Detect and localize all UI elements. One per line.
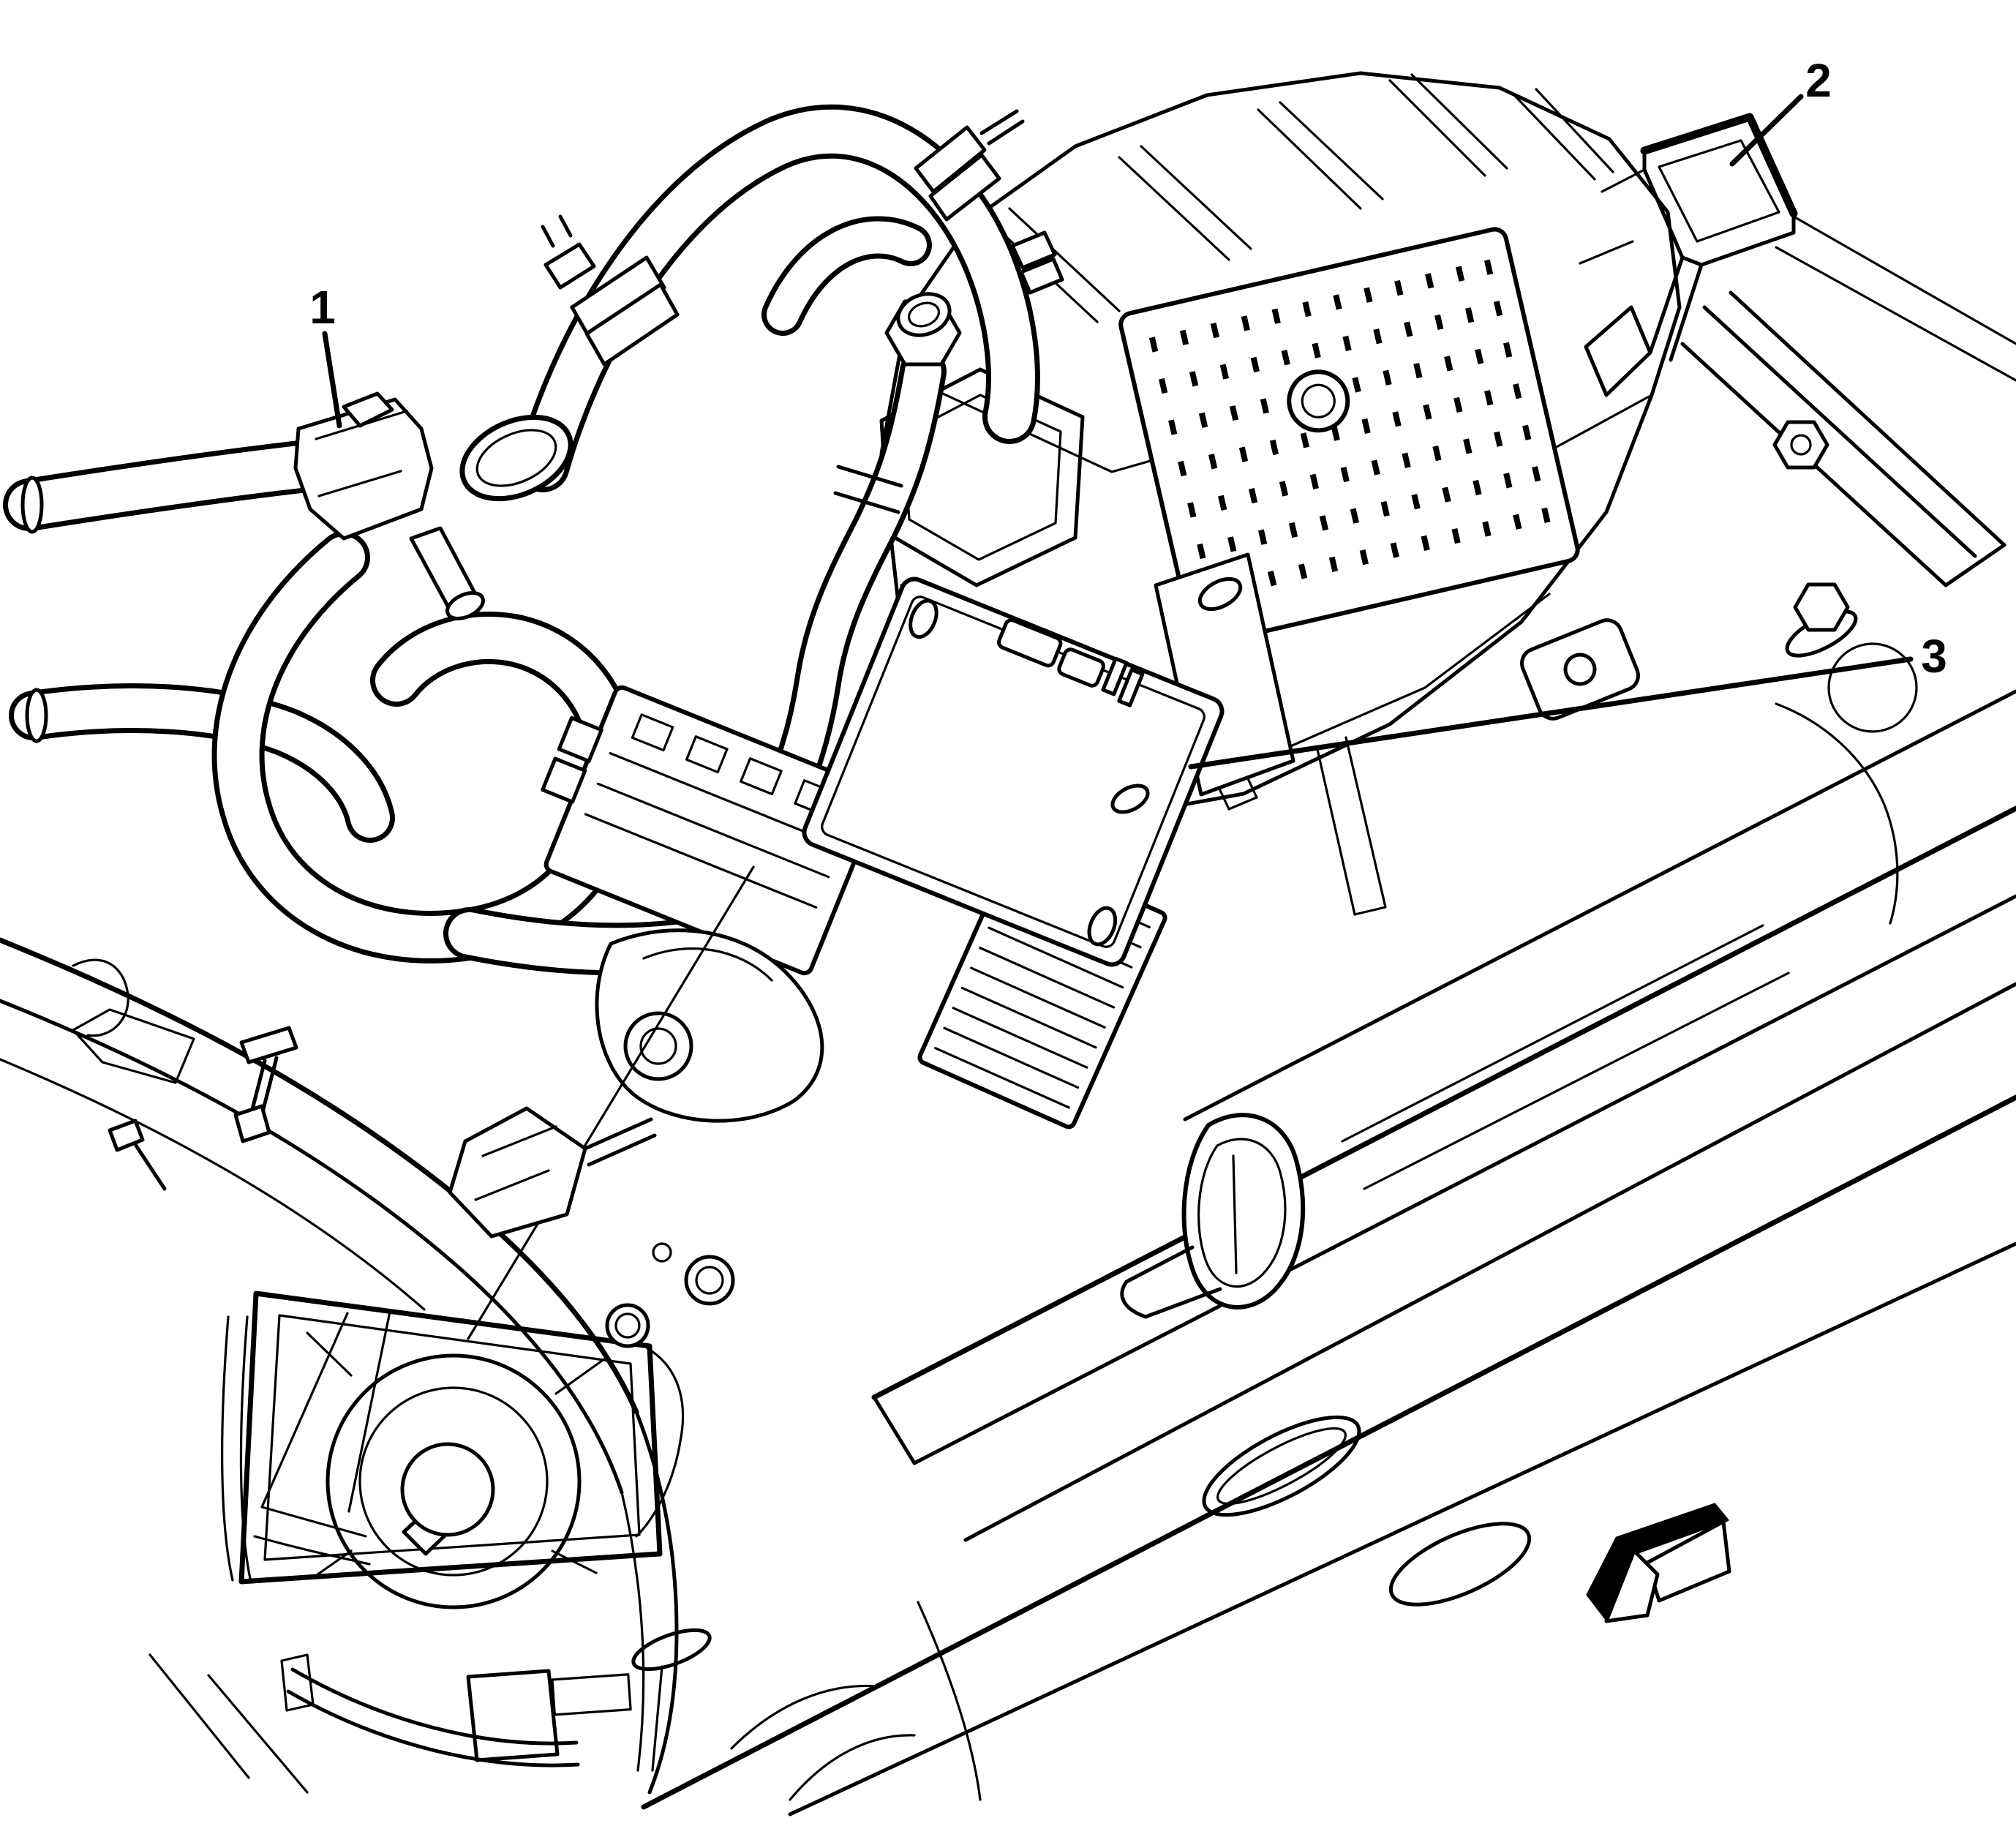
fuse-block-mount-tab (1520, 618, 1640, 721)
hose-clamp-left (541, 214, 680, 367)
pump-assembly (595, 928, 824, 1123)
callout-2-leader-line (1729, 94, 1804, 167)
clamp-band (280, 1653, 632, 1767)
strut-mount (221, 1290, 685, 1609)
hose-fitting (884, 292, 962, 367)
engine-control-module (802, 576, 1225, 967)
hose-assembly (3, 104, 1064, 976)
frame-rails (0, 689, 2016, 1816)
callout-3-label: 3 (1921, 630, 1947, 683)
keyhole-grommet (1120, 1113, 1306, 1319)
relay-module (541, 685, 883, 976)
fuse-block-housing (879, 71, 1682, 825)
vacuum-connector (293, 391, 573, 620)
callout-1-label: 1 (309, 281, 336, 334)
fuse-block-bracket (1579, 113, 2016, 925)
module-cluster (541, 552, 1387, 1130)
hose-clamp-top (914, 109, 1025, 222)
callout-3-leader-line (1188, 656, 1914, 770)
callout-1-leader-line (322, 331, 342, 429)
callouts: 1 2 3 (309, 54, 1947, 770)
callout-2-label: 2 (1805, 54, 1832, 107)
small-parts-left (72, 958, 735, 1348)
fuse-block-cover (1118, 227, 1580, 647)
direction-arrow-icon (1586, 1503, 1731, 1623)
